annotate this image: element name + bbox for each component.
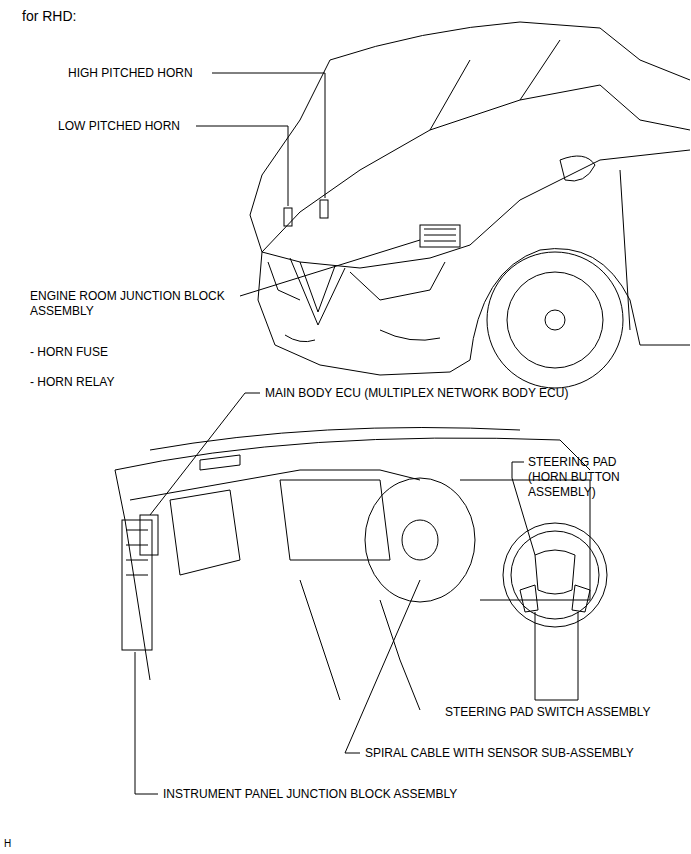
part-label: - HORN FUSE — [30, 345, 108, 360]
part-label: HIGH PITCHED HORN — [68, 66, 193, 81]
dashboard-drawing — [115, 428, 590, 711]
steering-wheel-drawing — [503, 523, 607, 627]
part-label: - HORN RELAY — [30, 375, 114, 390]
part-label: STEERING PAD (HORN BUTTON ASSEMBLY) — [528, 455, 648, 500]
vehicle-drawing — [250, 22, 690, 388]
view-heading: for RHD: — [22, 8, 76, 25]
part-label: LOW PITCHED HORN — [58, 119, 180, 134]
part-label: SPIRAL CABLE WITH SENSOR SUB-ASSEMBLY — [365, 746, 634, 761]
part-label: MAIN BODY ECU (MULTIPLEX NETWORK BODY EC… — [265, 386, 568, 401]
part-label: INSTRUMENT PANEL JUNCTION BLOCK ASSEMBLY — [163, 787, 457, 802]
part-label: STEERING PAD SWITCH ASSEMBLY — [445, 705, 651, 720]
leader-lines — [135, 73, 578, 794]
part-label: ENGINE ROOM JUNCTION BLOCK ASSEMBLY — [30, 289, 230, 319]
part-label: H — [4, 836, 11, 851]
